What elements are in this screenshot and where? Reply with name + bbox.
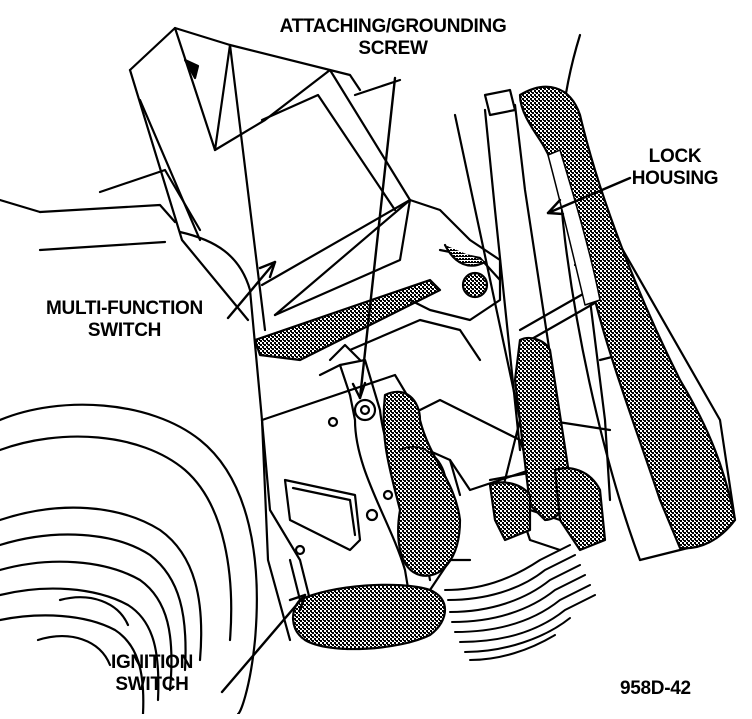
leader-lines — [220, 76, 632, 694]
multi-label-line1: MULTI-FUNCTION — [46, 298, 203, 319]
ignition-switch-connector — [288, 558, 472, 651]
lock-label-line2: HOUSING — [631, 168, 719, 189]
ignition-label-line2: SWITCH — [115, 674, 189, 695]
attaching-grounding-screw-label: ATTACHING/GROUNDING SCREW — [248, 16, 538, 60]
column-shroud — [0, 168, 292, 642]
multi-function-switch-body — [128, 26, 412, 332]
leader-multi-function — [226, 260, 277, 320]
switch-mount-rail — [253, 278, 442, 362]
attaching-label-line2: SCREW — [358, 38, 428, 59]
multi-function-switch-label: MULTI-FUNCTION SWITCH — [22, 298, 227, 342]
leader-ignition — [220, 593, 307, 694]
lock-housing-label: LOCK HOUSING — [610, 146, 740, 190]
multi-label-line2: SWITCH — [87, 320, 162, 341]
attaching-label-line1: ATTACHING/GROUNDING — [279, 16, 507, 37]
leader-lock-housing — [546, 176, 632, 215]
lock-label-line1: LOCK — [648, 146, 702, 167]
wire-harness — [444, 544, 596, 661]
steering-wheel-section — [0, 403, 258, 716]
figure-id: 958D-42 — [620, 678, 691, 699]
ignition-label-line1: IGNITION — [110, 652, 194, 673]
switch-bracket — [328, 198, 502, 362]
leader-attaching-screw — [358, 76, 397, 400]
ignition-switch-housing — [260, 373, 532, 602]
ignition-shading — [382, 390, 462, 577]
ignition-switch-label: IGNITION SWITCH — [92, 652, 212, 696]
